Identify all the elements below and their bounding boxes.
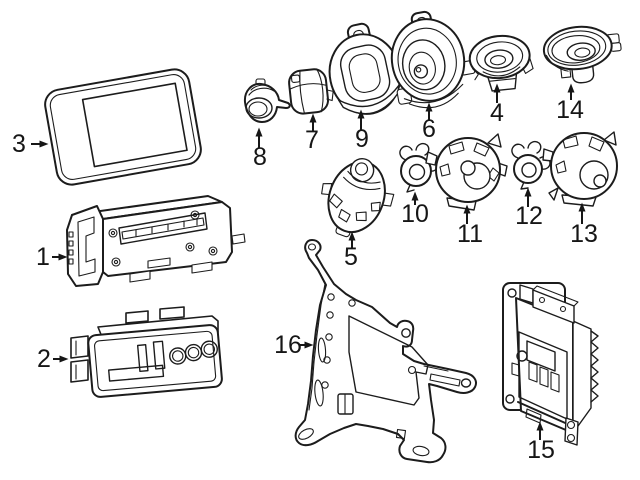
callout-13[interactable]: 13: [570, 202, 598, 248]
callout-14-number: 14: [556, 96, 584, 124]
callout-4-number: 4: [490, 99, 504, 127]
callout-9-number: 9: [355, 125, 369, 153]
part-1-radio-receiver[interactable]: [66, 195, 246, 287]
callout-8[interactable]: 8: [253, 127, 267, 171]
part-5-speaker-pod[interactable]: [309, 148, 403, 247]
callout-8-number: 8: [253, 143, 267, 171]
part-9-speaker-housing[interactable]: [320, 16, 415, 120]
callout-2-number: 2: [37, 345, 51, 373]
callout-13-number: 13: [570, 220, 598, 248]
part-13-door-speaker[interactable]: [542, 131, 618, 207]
callout-1-number: 1: [36, 243, 50, 271]
part-7-enclosed-tweeter[interactable]: [288, 68, 335, 115]
part-12-tweeter-bracket[interactable]: [511, 140, 551, 190]
part-6-speaker-housing[interactable]: [384, 5, 479, 113]
callout-15-number: 15: [527, 436, 555, 464]
part-3-display-screen[interactable]: [43, 67, 203, 187]
callout-7-number: 7: [305, 126, 319, 154]
part-11-door-speaker[interactable]: [425, 133, 508, 211]
callout-11-number: 11: [457, 220, 483, 248]
callout-6[interactable]: 6: [422, 102, 436, 143]
part-10-tweeter-bracket[interactable]: [399, 142, 439, 193]
callout-16-number: 16: [274, 331, 302, 359]
callout-2[interactable]: 2: [37, 345, 69, 373]
part-4-small-speaker[interactable]: [468, 33, 535, 93]
callout-11[interactable]: 11: [457, 204, 483, 248]
part-15-amplifier[interactable]: [502, 282, 599, 446]
callout-1[interactable]: 1: [36, 243, 68, 271]
callout-3[interactable]: 3: [12, 130, 49, 158]
callout-9[interactable]: 9: [355, 109, 369, 153]
part-14-flat-speaker[interactable]: [542, 23, 624, 87]
callout-10[interactable]: 10: [401, 191, 429, 228]
callout-16[interactable]: 16: [274, 331, 314, 359]
callout-14[interactable]: 14: [556, 83, 584, 124]
part-2-control-faceplate[interactable]: [70, 306, 223, 398]
callout-3-number: 3: [12, 130, 26, 158]
part-16-mounting-bracket[interactable]: [294, 239, 477, 464]
callout-5[interactable]: 5: [344, 231, 358, 271]
callout-15[interactable]: 15: [527, 421, 555, 464]
part-8-clip-tweeter[interactable]: [243, 78, 291, 123]
callout-5-number: 5: [344, 243, 358, 271]
callout-4[interactable]: 4: [490, 83, 504, 127]
callout-7[interactable]: 7: [305, 113, 319, 154]
callout-6-number: 6: [422, 115, 436, 143]
callout-12[interactable]: 12: [515, 187, 543, 230]
